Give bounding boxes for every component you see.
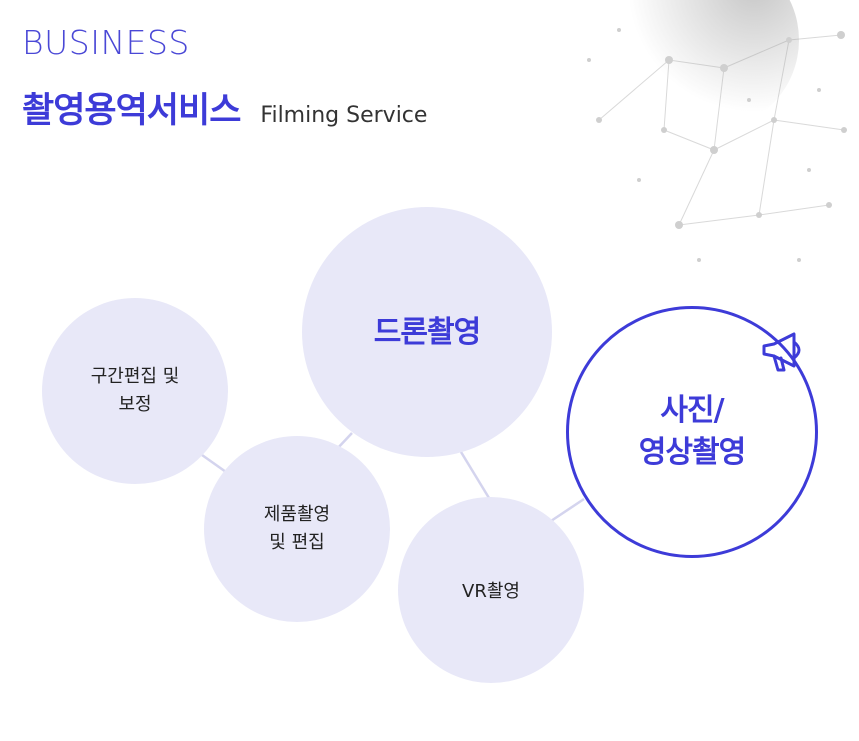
page-subtitle: Filming Service	[260, 103, 428, 128]
service-label: 구간편집 및 보정	[90, 366, 180, 415]
service-bubble-section-edit: 구간편집 및 보정	[42, 298, 228, 484]
service-bubble-vr: VR촬영	[398, 497, 584, 683]
section-eyebrow: BUSINESS	[22, 23, 190, 62]
megaphone-icon	[762, 332, 801, 372]
service-bubble-product: 제품촬영 및 편집	[204, 436, 390, 622]
dot-network-decoration	[587, 0, 847, 262]
connector-vr-photo	[550, 497, 585, 523]
service-label: 제품촬영 및 편집	[263, 504, 331, 553]
service-bubble-photo-video: 사진/ 영상촬영	[566, 306, 818, 558]
title-row: 촬영용역서비스 Filming Service	[22, 82, 427, 133]
page-title: 촬영용역서비스	[22, 91, 241, 131]
connector-edit-product	[201, 453, 227, 474]
service-label: VR촬영	[462, 581, 520, 602]
service-bubble-drone: 드론촬영	[302, 207, 552, 457]
service-label: 드론촬영	[373, 315, 481, 350]
service-label: 사진/ 영상촬영	[638, 393, 746, 470]
connector-drone-vr	[459, 451, 491, 499]
